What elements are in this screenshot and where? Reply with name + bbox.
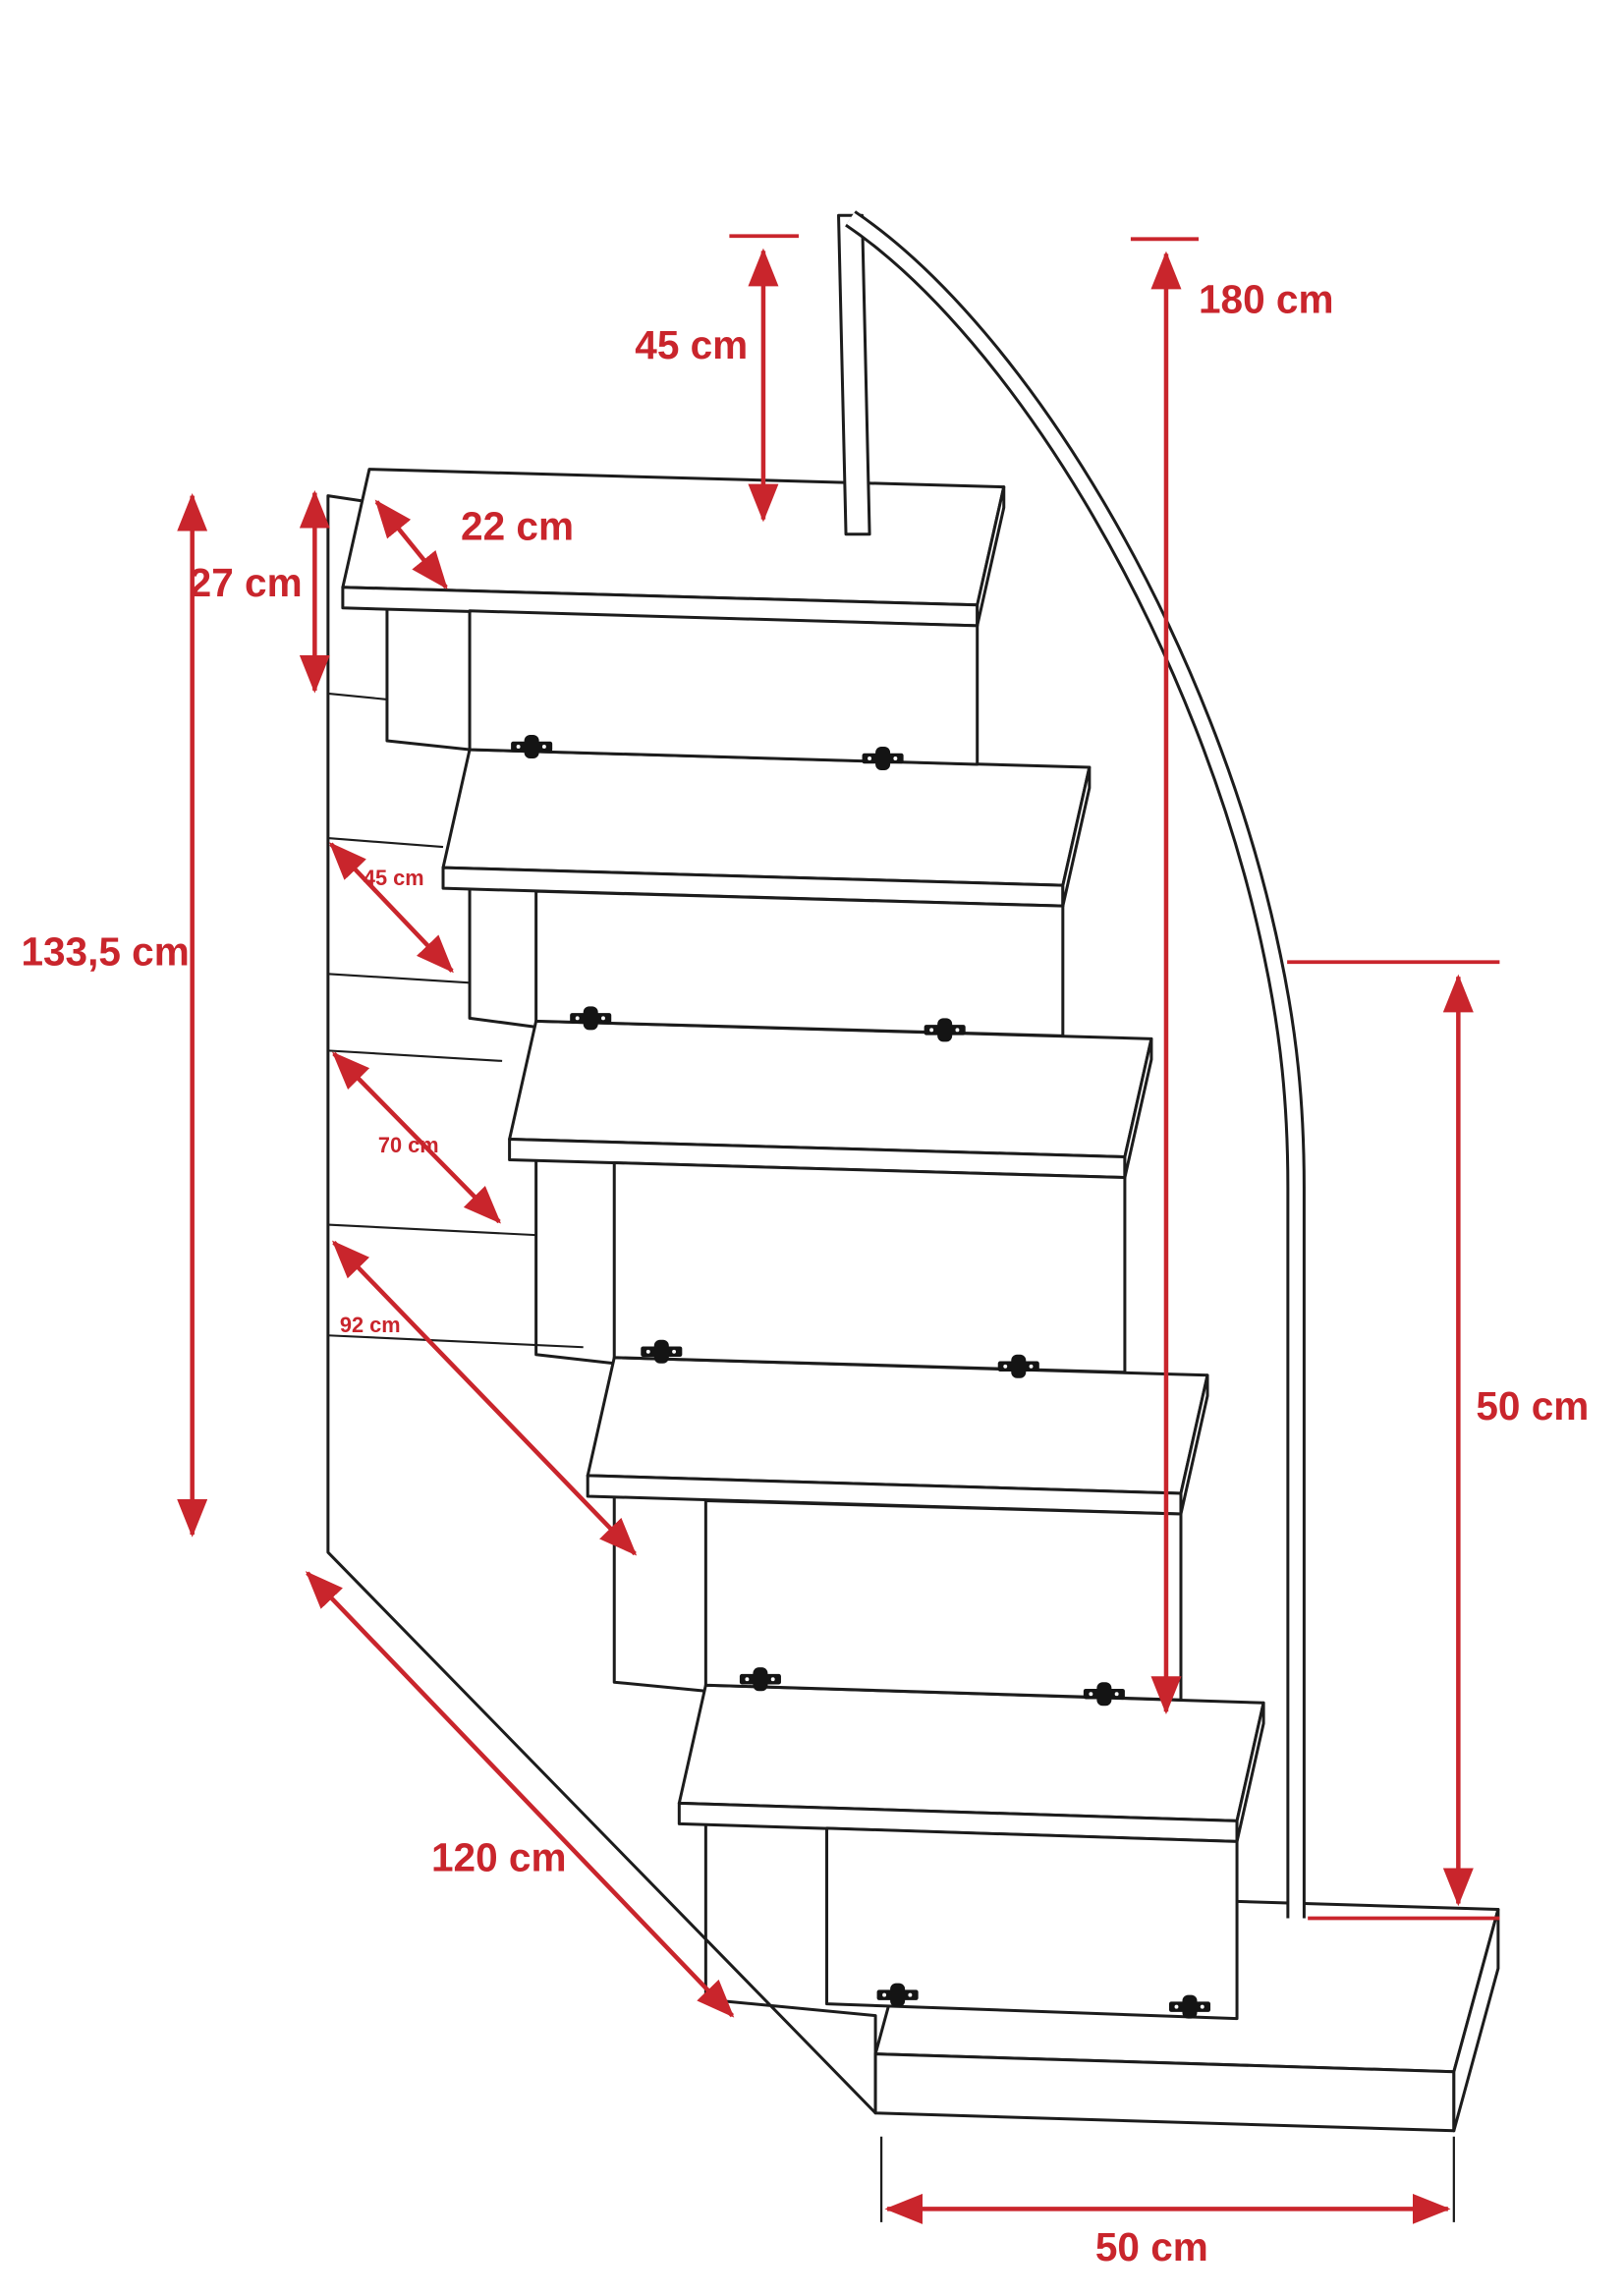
dim-label-tread-depth: 22 cm: [461, 504, 574, 549]
dim-180cm: 180 cm: [1130, 237, 1334, 1714]
dim-label-overall-height: 133,5 cm: [21, 928, 189, 974]
storage-opening-5: [825, 1826, 1239, 2021]
dim-50cm-bottom: 50 cm: [879, 2136, 1455, 2269]
tread-5: [677, 1683, 1265, 1843]
tread-4: [586, 1356, 1209, 1516]
dim-45cm-top: 45 cm: [635, 234, 799, 523]
dimension-layer: 45 cm 180 cm 22 cm 27 cm 133,5 cm 45 cm: [21, 234, 1589, 2269]
storage-opening-2: [534, 889, 1065, 1037]
dim-label-depth-lower: 92 cm: [340, 1313, 401, 1337]
tread-2: [441, 748, 1092, 908]
dim-45cm-side: 45 cm: [328, 842, 454, 974]
tread-3: [508, 1019, 1153, 1180]
dim-label-base-run: 120 cm: [431, 1834, 567, 1879]
dim-label-depth-upper: 45 cm: [364, 866, 424, 890]
dim-70cm-side: 70 cm: [331, 1051, 501, 1224]
dim-120cm: 120 cm: [305, 1571, 735, 2018]
storage-openings: [468, 609, 1239, 2021]
dim-92cm-side: 92 cm: [331, 1240, 638, 1556]
dim-label-step-width: 50 cm: [1095, 2224, 1208, 2269]
dim-label-rail-total-height: 180 cm: [1199, 276, 1334, 321]
storage-opening-1: [468, 609, 980, 766]
dim-50cm-right: 50 cm: [1287, 960, 1589, 1921]
dim-27cm: 27 cm: [190, 489, 330, 694]
handrail-rail-inner: [846, 212, 1303, 1919]
dim-label-depth-middle: 70 cm: [378, 1133, 439, 1157]
handrail: [837, 210, 1306, 1919]
tread-1: [341, 468, 1006, 628]
dim-label-top-step-height: 27 cm: [190, 560, 303, 605]
storage-opening-3: [612, 1161, 1127, 1374]
dim-label-rail-top-drop: 45 cm: [635, 322, 748, 367]
dim-133-5cm: 133,5 cm: [21, 492, 208, 1538]
storage-opening-4: [703, 1498, 1183, 1702]
dim-22cm: 22 cm: [374, 499, 574, 589]
dim-label-rail-lower-segment: 50 cm: [1476, 1383, 1589, 1428]
